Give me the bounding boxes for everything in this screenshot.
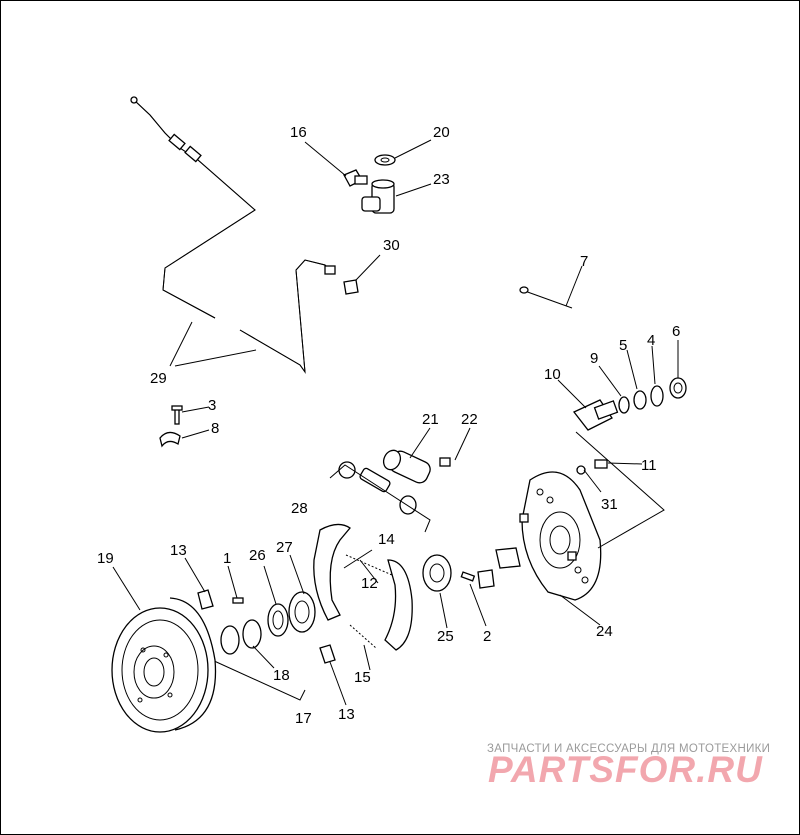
callouts: 1 2 3 4 5 6 7 8 9 10 11 12 13 13 14 15 1… (97, 124, 680, 727)
callout-26: 26 (249, 547, 266, 564)
callout-15: 15 (354, 669, 371, 686)
callout-29: 29 (150, 370, 167, 387)
callout-30: 30 (383, 237, 400, 254)
watermark-tagline: ЗАПЧАСТИ И АКСЕССУАРЫ ДЛЯ МОТОТЕХНИКИ (487, 743, 770, 755)
callout-14: 14 (378, 531, 395, 548)
cotter-pin (519, 286, 573, 309)
leader-lines (112, 139, 679, 706)
hub-nut (422, 554, 476, 592)
callout-27: 27 (276, 539, 293, 556)
callout-18: 18 (273, 667, 290, 684)
callout-20: 20 (433, 124, 450, 141)
bearings (211, 591, 316, 701)
callout-3: 3 (208, 397, 216, 414)
callout-31: 31 (601, 496, 618, 513)
callout-5: 5 (619, 337, 627, 354)
callout-2: 2 (483, 628, 491, 645)
callout-13-bottom: 13 (338, 706, 355, 723)
callout-9: 9 (590, 350, 598, 367)
wheel-cylinder (329, 449, 451, 533)
callout-12: 12 (361, 575, 378, 592)
callout-21: 21 (422, 411, 439, 428)
callout-22: 22 (461, 411, 478, 428)
callout-1: 1 (223, 550, 231, 567)
watermark-logo: PARTSFOR.RU (488, 749, 763, 790)
watermark: ЗАПЧАСТИ И АКСЕССУАРЫ ДЛЯ МОТОТЕХНИКИ PA… (487, 743, 770, 790)
callout-19: 19 (97, 550, 114, 567)
callout-10: 10 (544, 366, 561, 383)
callout-24: 24 (596, 623, 613, 640)
callout-28: 28 (291, 500, 308, 517)
brake-drum (111, 597, 217, 733)
anchor-pin-stack (572, 377, 687, 431)
callout-13-top: 13 (170, 542, 187, 559)
callout-8: 8 (211, 420, 219, 437)
callout-11: 11 (641, 457, 657, 474)
callout-6: 6 (672, 323, 680, 340)
brake-line (130, 96, 336, 374)
callout-17: 17 (295, 710, 312, 727)
backing-plate (477, 459, 608, 601)
tee-fitting (343, 154, 396, 295)
bolt-and-clip (159, 405, 183, 448)
brake-shoes (197, 523, 413, 664)
callout-4: 4 (647, 332, 655, 349)
callout-16: 16 (290, 124, 307, 141)
callout-25: 25 (437, 628, 454, 645)
callout-23: 23 (433, 171, 450, 188)
callout-7: 7 (580, 253, 588, 270)
